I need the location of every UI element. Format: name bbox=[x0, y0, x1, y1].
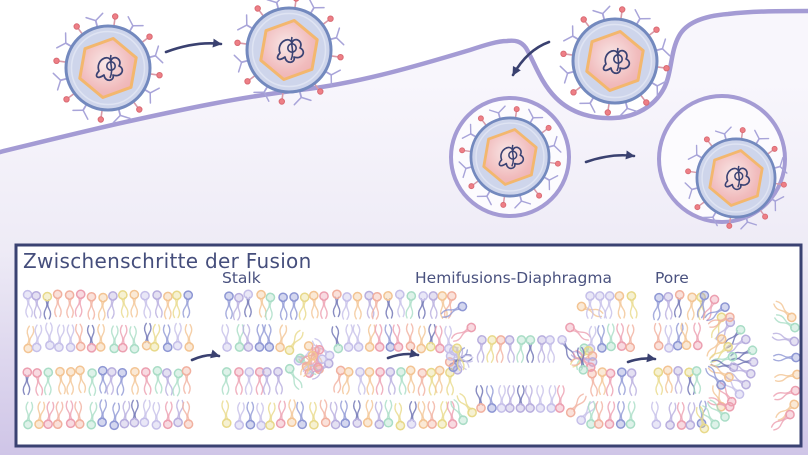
arrow-endosome-maturation bbox=[584, 150, 636, 164]
arrow-attachment bbox=[164, 38, 223, 54]
fusion-stage-stalk bbox=[221, 289, 407, 431]
fusion-stage-pore bbox=[650, 289, 800, 434]
arrow-internalization bbox=[511, 40, 551, 77]
fusion-stage-hemifusion-diaphragm bbox=[405, 291, 638, 429]
stage-label-pore: Pore bbox=[655, 269, 689, 287]
arrow-to-hemifusion bbox=[386, 348, 420, 360]
arrow-to-stalk bbox=[190, 349, 221, 362]
panel-title: Zwischenschritte der Fusion bbox=[23, 249, 312, 273]
fusion-panel: Zwischenschritte der Fusion Stalk Hemifu… bbox=[14, 243, 803, 448]
stage-label-hemifusion: Hemifusions-Diaphragma bbox=[415, 269, 612, 287]
arrow-to-pore bbox=[626, 353, 657, 364]
stage-label-stalk: Stalk bbox=[222, 269, 261, 287]
fusion-stage-apposed-membranes bbox=[22, 289, 195, 431]
cell-membrane bbox=[0, 8, 808, 155]
